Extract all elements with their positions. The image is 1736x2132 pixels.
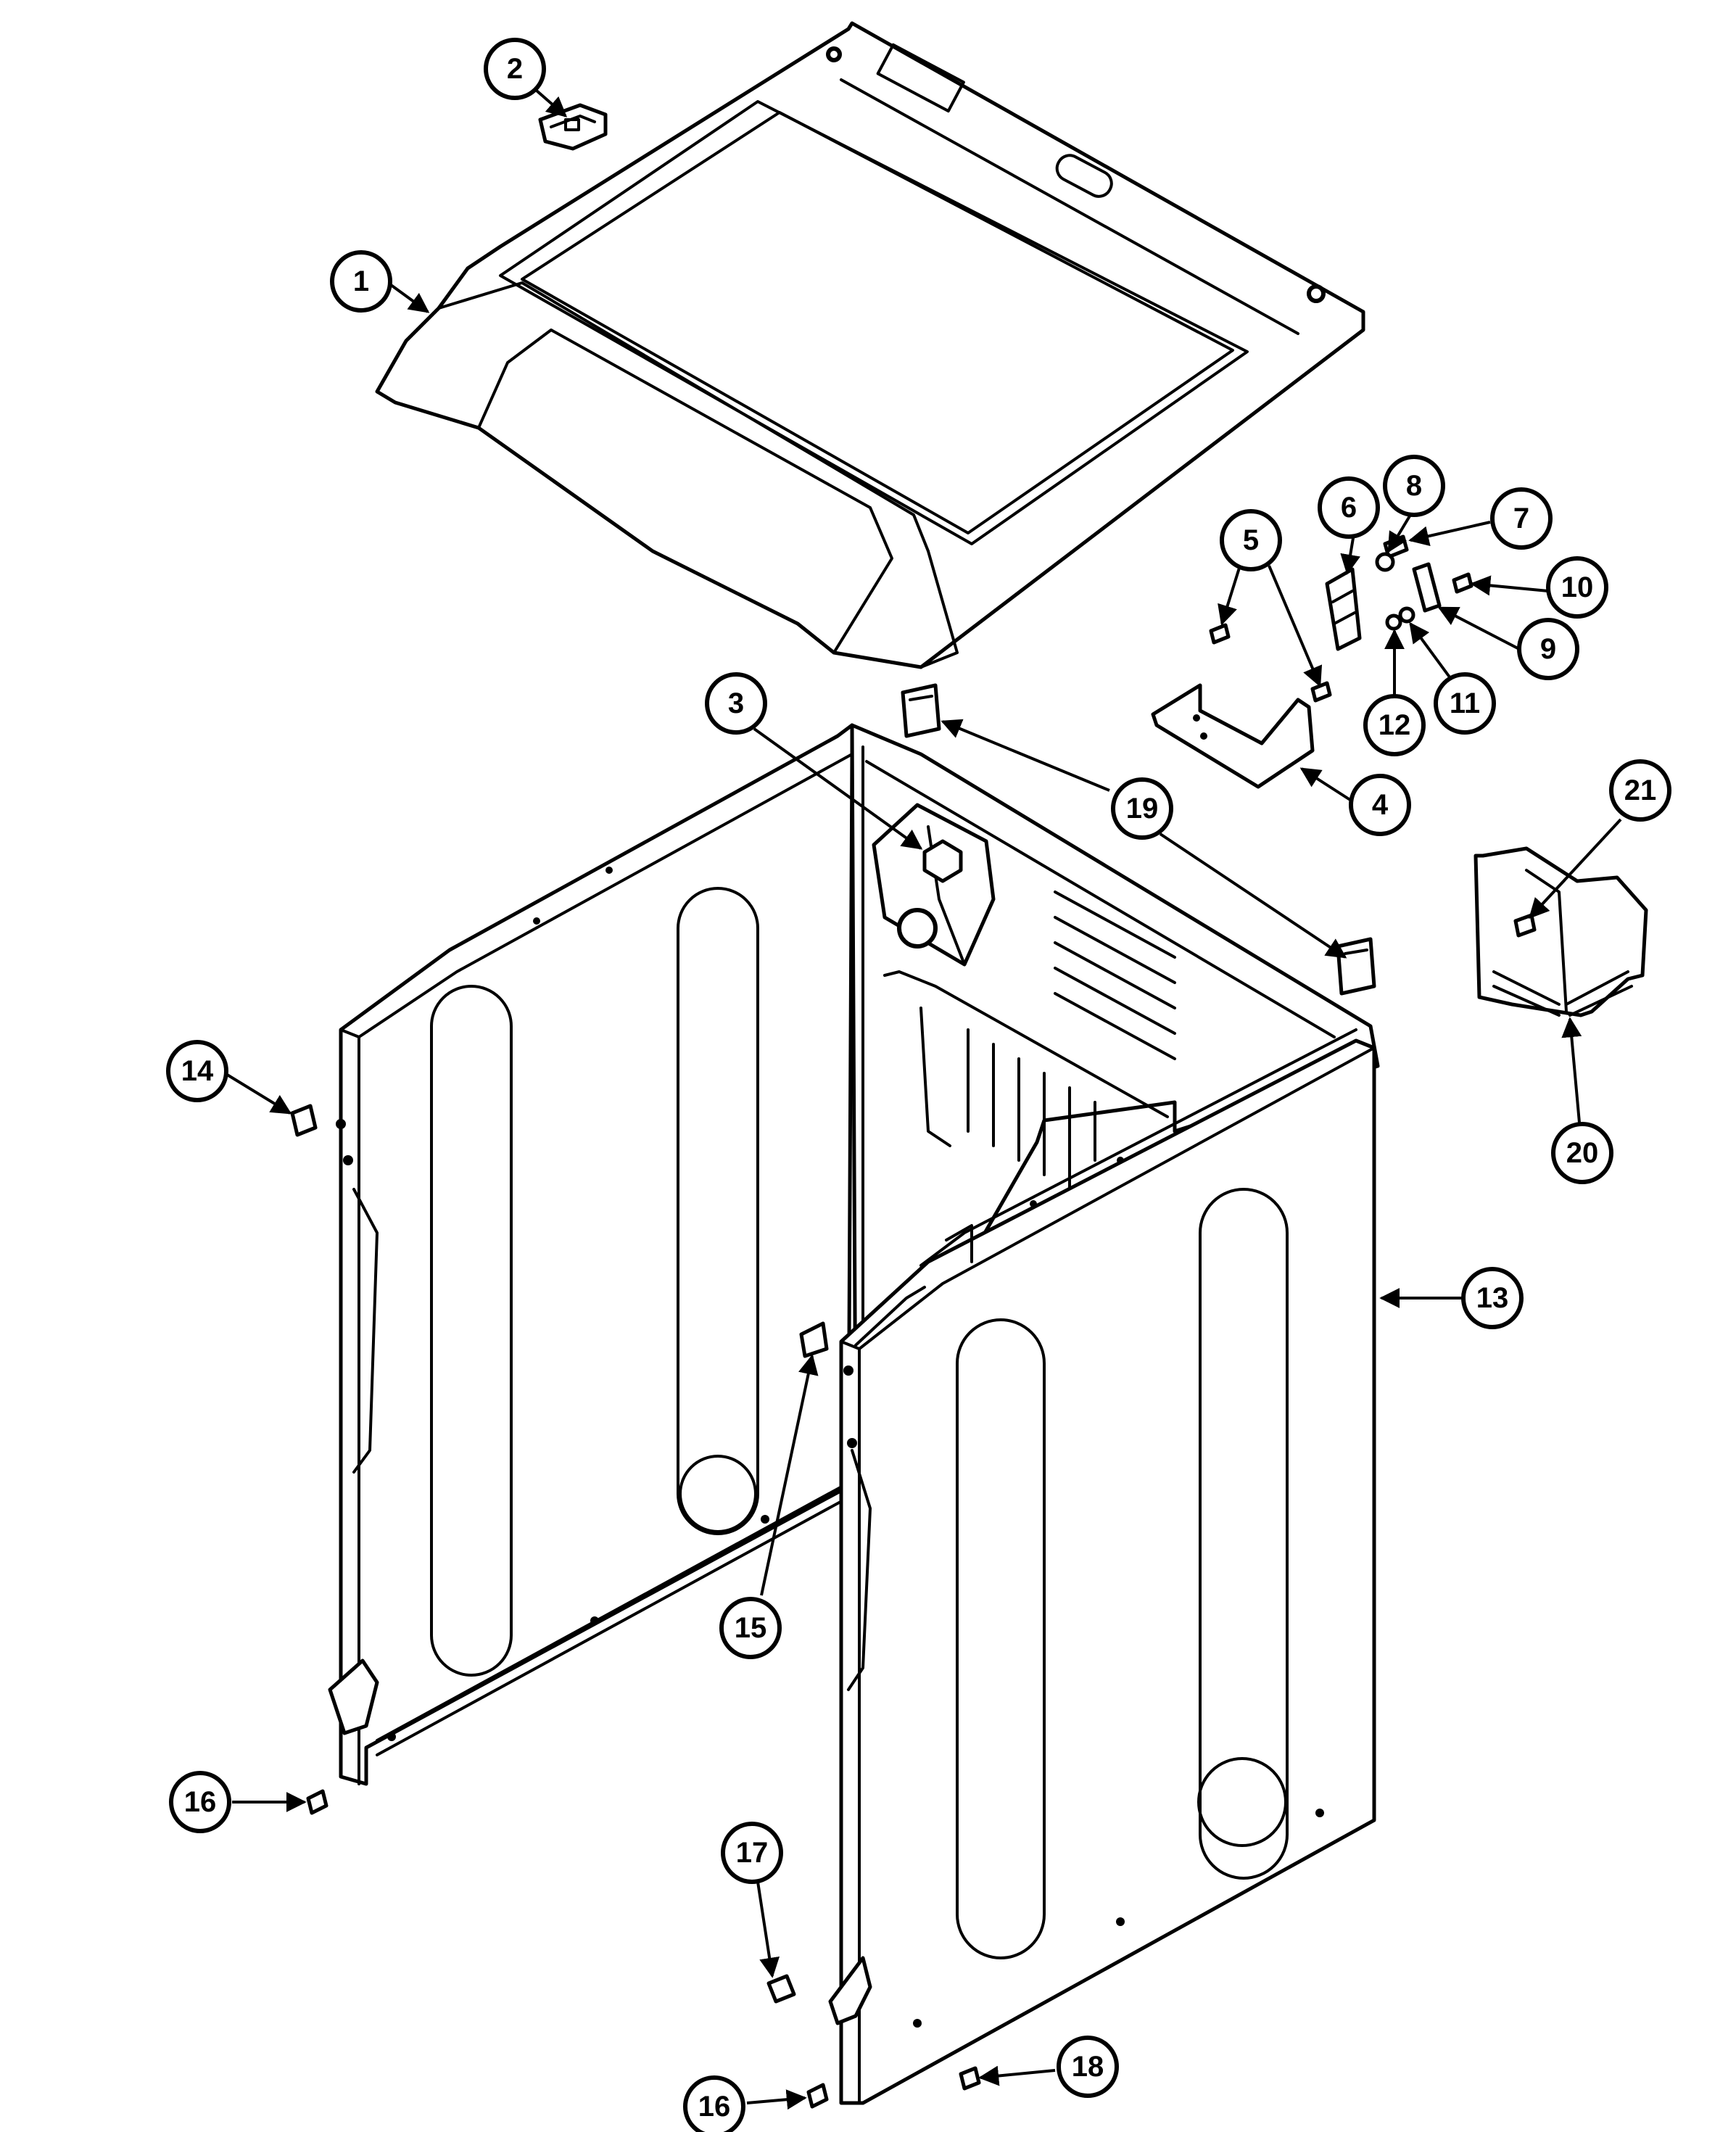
callout-9: 9 (1517, 618, 1579, 680)
part-2-switch (538, 103, 608, 151)
svg-text:3: 3 (728, 687, 744, 719)
callout-3: 3 (705, 672, 767, 735)
part-11-washer (1398, 606, 1415, 624)
part-19-hinge-top (901, 683, 941, 738)
svg-text:20: 20 (1566, 1137, 1599, 1169)
svg-text:6: 6 (1341, 492, 1357, 524)
svg-text:14: 14 (181, 1055, 214, 1087)
part-16-screw-b (806, 2083, 829, 2109)
callout-14: 14 (166, 1040, 228, 1102)
part-8-washer (1375, 552, 1395, 572)
callout-5: 5 (1220, 509, 1282, 571)
part-15-clip (799, 1321, 829, 1358)
part-6-hinge (1325, 567, 1362, 651)
svg-text:16: 16 (698, 2091, 731, 2123)
callout-4: 4 (1349, 774, 1411, 836)
callout-1: 1 (330, 250, 392, 313)
svg-text:18: 18 (1072, 2051, 1104, 2083)
callout-6: 6 (1318, 476, 1380, 539)
svg-text:21: 21 (1624, 774, 1657, 806)
callout-13: 13 (1461, 1267, 1524, 1329)
right-side-panel (828, 1028, 1376, 2105)
top-cover (375, 21, 1365, 669)
cabinet-back (850, 723, 1380, 1460)
svg-text:9: 9 (1540, 633, 1556, 665)
part-12-washer (1385, 613, 1402, 631)
part-9-plate (1412, 562, 1442, 613)
svg-text:13: 13 (1476, 1282, 1509, 1314)
callout-7: 7 (1490, 487, 1553, 550)
part-4-bracket (1151, 683, 1315, 789)
callout-15: 15 (719, 1597, 782, 1659)
callout-17: 17 (721, 1822, 783, 1884)
leader-lines (223, 89, 1622, 2110)
svg-text:17: 17 (736, 1837, 769, 1869)
part-18-screw (959, 2066, 981, 2091)
part-5-screws (1209, 623, 1332, 703)
svg-text:12: 12 (1379, 709, 1411, 741)
part-19-hinge-bottom (1336, 937, 1376, 996)
svg-text:7: 7 (1513, 503, 1529, 534)
svg-text:11: 11 (1450, 687, 1480, 719)
callout-18: 18 (1057, 2036, 1119, 2098)
callout-16-bottom: 16 (683, 2075, 745, 2132)
svg-text:1: 1 (353, 265, 369, 297)
callout-16-left: 16 (169, 1771, 231, 1833)
left-side-panel (328, 723, 854, 1786)
callout-19: 19 (1111, 777, 1173, 840)
part-20-panel (1473, 846, 1648, 1017)
callout-12: 12 (1363, 694, 1426, 756)
svg-text:15: 15 (735, 1612, 767, 1644)
svg-text:19: 19 (1126, 793, 1159, 825)
callout-11: 11 (1434, 672, 1496, 735)
svg-text:5: 5 (1243, 524, 1259, 556)
part-17-bumper (766, 1974, 796, 2004)
callout-8: 8 (1383, 455, 1445, 517)
callout-20: 20 (1551, 1122, 1613, 1184)
svg-text:4: 4 (1372, 789, 1389, 821)
callout-2: 2 (484, 38, 546, 100)
callout-21: 21 (1609, 759, 1671, 822)
svg-text:10: 10 (1561, 571, 1594, 603)
callout-10: 10 (1546, 556, 1608, 619)
part-21-screw (1513, 913, 1537, 938)
svg-text:2: 2 (507, 53, 523, 85)
part-16-screw-a (306, 1789, 328, 1815)
part-10-screw (1452, 572, 1473, 594)
part-14-clip (290, 1104, 318, 1137)
svg-text:8: 8 (1406, 470, 1422, 502)
svg-text:16: 16 (184, 1786, 217, 1818)
